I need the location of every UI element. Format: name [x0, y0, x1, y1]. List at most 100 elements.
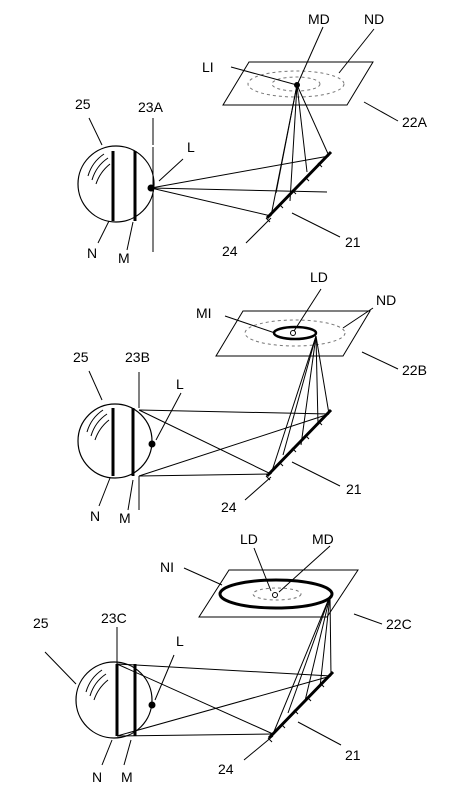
leader-image [224, 315, 276, 334]
leader-lens [155, 392, 182, 441]
label-image: MI [196, 305, 212, 321]
eye-circle [77, 145, 155, 223]
leader-eye [88, 117, 103, 146]
label-screen: 22C [386, 616, 412, 632]
label-inner-ring: LD [310, 269, 328, 285]
eye-highlight [87, 153, 105, 177]
leader-outer [342, 307, 374, 329]
label-inner-ring: MD [308, 11, 330, 27]
leader-n [98, 477, 111, 507]
panel-b: 25 23B L N M 24 21 22B MI LD ND [73, 269, 427, 526]
label-mirror: 21 [345, 747, 361, 763]
label-n: N [87, 245, 97, 261]
panel-a: 25 23A L N M 24 21 22A LI MD ND [75, 11, 428, 266]
mirror [265, 408, 333, 478]
lens-point [148, 701, 156, 709]
eye-circle [75, 661, 153, 739]
mirror-hatch [304, 434, 310, 440]
label-screen: 22B [402, 362, 427, 378]
ray-bundle [138, 335, 330, 477]
mirror-hatch [304, 176, 310, 182]
label-lens: L [187, 139, 195, 155]
mirror-hatch [317, 420, 323, 426]
image-ring [218, 578, 334, 610]
mirror-hatch [291, 447, 297, 453]
label-mirror-edge: 24 [221, 499, 237, 515]
mirror-hatch [291, 189, 297, 195]
mirror-hatch [267, 737, 273, 743]
mirror [267, 670, 335, 740]
leader-lens [158, 158, 184, 182]
mirror-hatch [265, 217, 271, 223]
label-n: N [92, 769, 102, 785]
eye-highlight [95, 163, 111, 185]
eye-highlight [89, 673, 107, 697]
leader-m [123, 739, 132, 766]
screen-plane [198, 569, 359, 618]
eye-highlight [94, 419, 110, 441]
label-inner-ring: LD [240, 531, 258, 547]
eye-highlight [93, 679, 109, 701]
leader-mirror [291, 461, 341, 487]
label-outer-ring: MD [312, 531, 334, 547]
eye-highlight [90, 413, 108, 437]
eye-highlight [91, 157, 109, 181]
label-screen: 22A [402, 114, 428, 130]
leader-n [97, 220, 110, 244]
lens-point [148, 440, 156, 448]
leader-n [101, 739, 113, 766]
leader-screen [361, 351, 399, 370]
leader-outer [338, 28, 375, 74]
label-pupil-plane: 23A [138, 99, 164, 115]
mirror-hatch [278, 461, 284, 467]
leader-image [183, 567, 223, 586]
ray-bundle [116, 595, 332, 737]
leader-eye [88, 370, 103, 401]
label-eye: 25 [33, 615, 49, 631]
leader-image [230, 66, 298, 86]
label-eye: 25 [73, 349, 89, 365]
label-pupil-plane: 23B [125, 349, 150, 365]
ray-bundle [150, 84, 330, 217]
mirror [265, 150, 333, 220]
label-lens: L [176, 376, 184, 392]
label-m: M [118, 250, 130, 266]
label-eye: 25 [75, 96, 91, 112]
mirror-hatch [306, 696, 312, 702]
outer-dashed-ring [247, 70, 345, 98]
inner-dashed-ring [252, 587, 302, 601]
mirror-hatch [265, 475, 271, 481]
mirror-hatch [280, 723, 286, 729]
label-mirror: 21 [346, 481, 362, 497]
label-outer-ring: ND [364, 11, 384, 27]
image-center [272, 592, 278, 598]
leader-mirror-edge [243, 735, 274, 761]
mirror-hatch [278, 203, 284, 209]
leader-outer [278, 545, 331, 593]
leader-screen [353, 613, 383, 625]
leader-mirror [297, 721, 342, 746]
label-n: N [90, 508, 100, 524]
leader-mirror [291, 212, 341, 238]
label-outer-ring: ND [376, 292, 396, 308]
eye-highlight [86, 409, 104, 433]
leader-inner [297, 26, 324, 84]
leader-m [126, 221, 134, 251]
eye-highlight [85, 669, 103, 693]
leader-mirror-edge [244, 476, 272, 501]
screen-plane [215, 310, 371, 357]
label-mirror-edge: 24 [222, 243, 238, 259]
panel-c: 25 23C L N M 24 21 22C NI LD MD [33, 531, 412, 785]
leader-eye [44, 651, 77, 685]
outer-dashed-ring [244, 319, 346, 347]
screen-plane [222, 61, 374, 106]
label-m: M [119, 510, 131, 526]
label-image: NI [160, 559, 174, 575]
leader-screen [363, 101, 399, 122]
leader-mirror-edge [245, 217, 272, 244]
label-image: LI [202, 59, 214, 75]
label-mirror: 21 [345, 234, 361, 250]
leader-m [127, 479, 134, 511]
label-mirror-edge: 24 [218, 761, 234, 777]
